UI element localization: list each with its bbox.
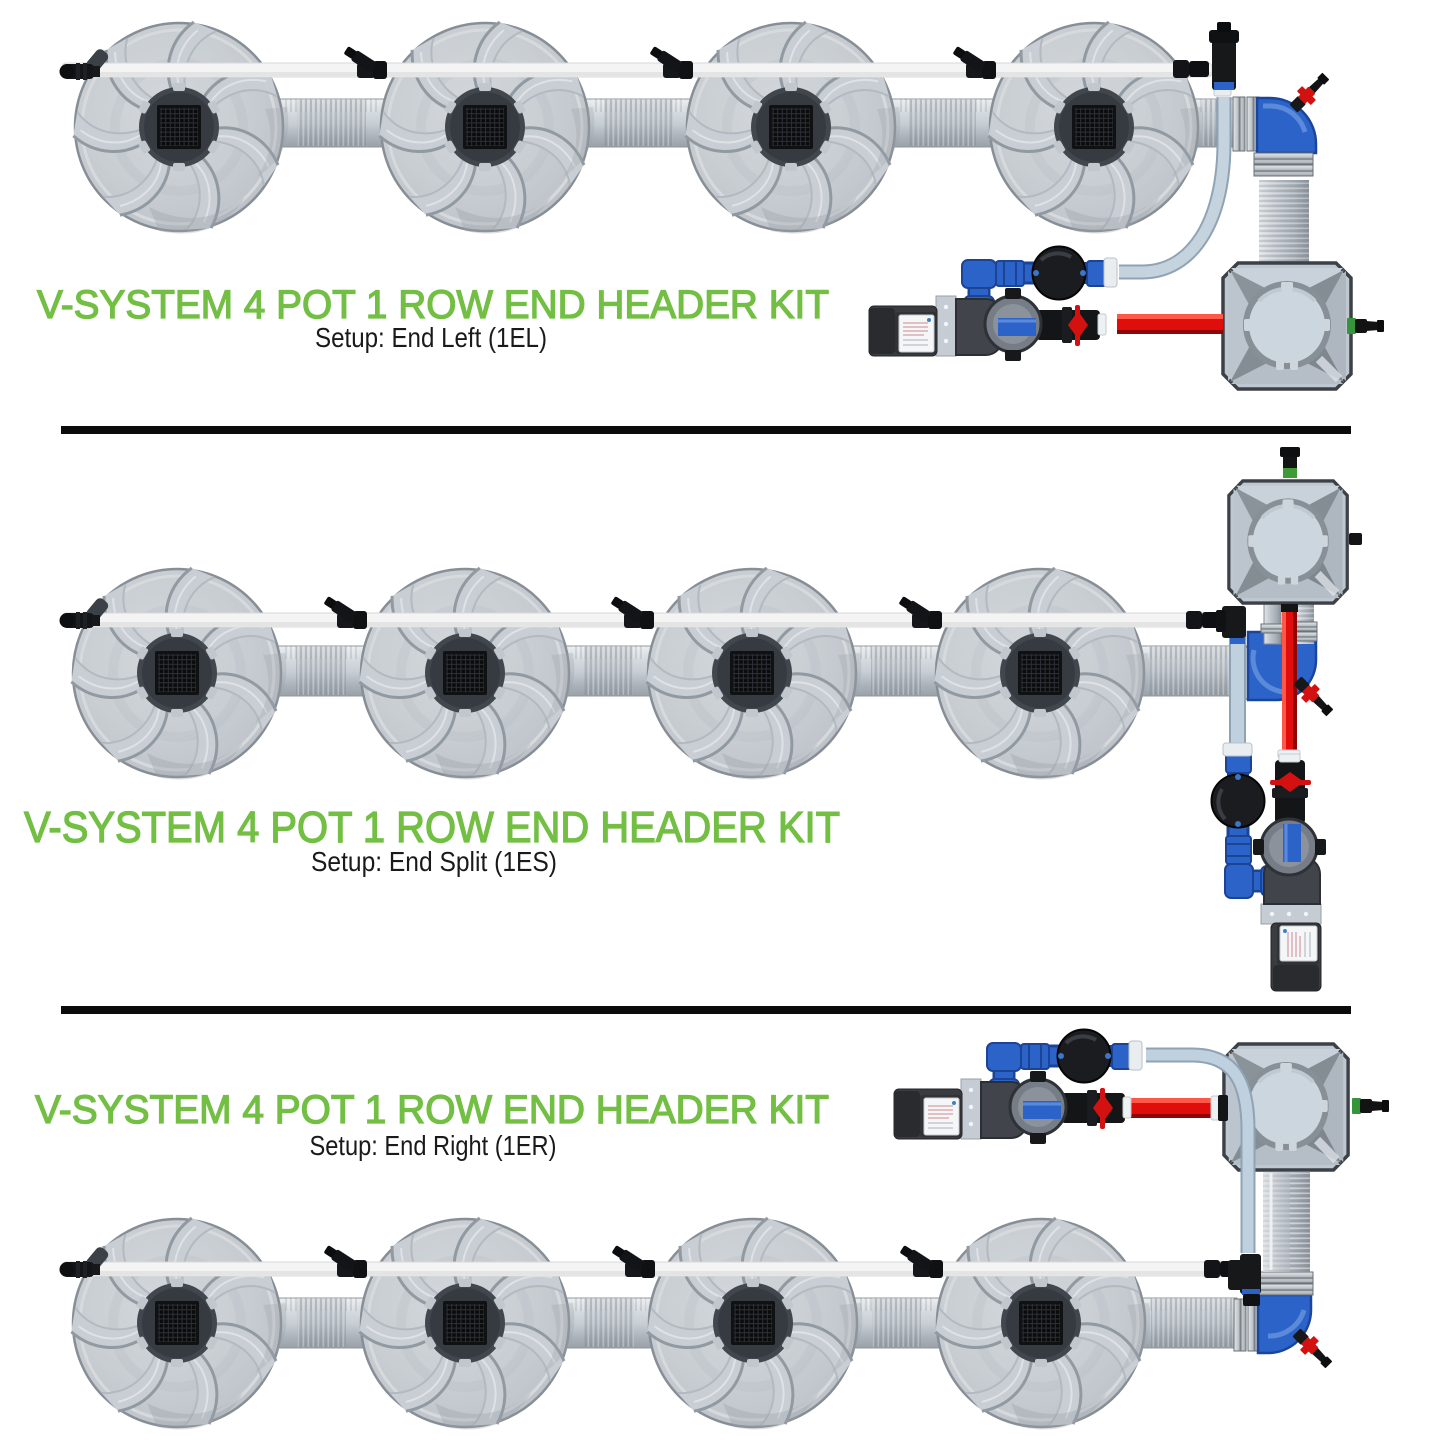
svg-text:V-SYSTEM 4 POT 1 ROW END HEADE: V-SYSTEM 4 POT 1 ROW END HEADER KIT [37,283,829,327]
svg-text:Setup: End Split (1ES): Setup: End Split (1ES) [311,846,557,877]
svg-text:V-SYSTEM 4 POT 1 ROW END HEADE: V-SYSTEM 4 POT 1 ROW END HEADER KIT [24,803,840,852]
svg-text:Setup: End Right (1ER): Setup: End Right (1ER) [310,1130,557,1161]
svg-text:Setup: End Left (1EL): Setup: End Left (1EL) [315,322,547,353]
svg-text:V-SYSTEM 4 POT 1 ROW END HEADE: V-SYSTEM 4 POT 1 ROW END HEADER KIT [35,1088,829,1132]
